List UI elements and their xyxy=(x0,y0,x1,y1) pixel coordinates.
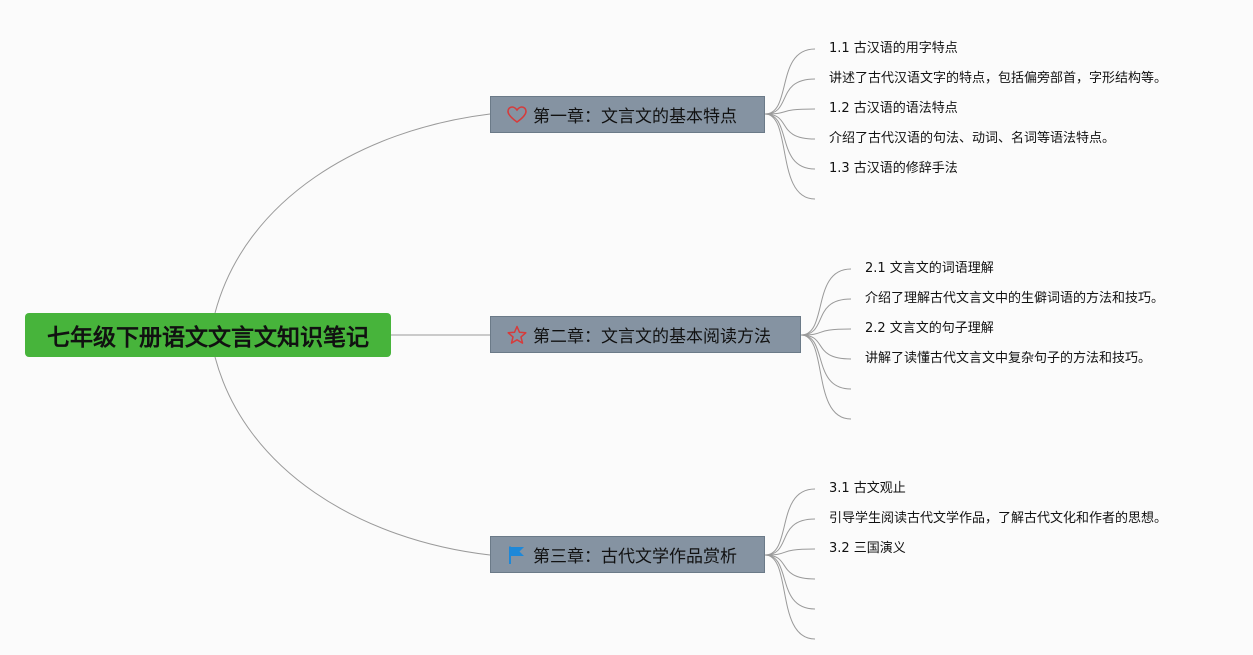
connector-chapter-1-item-3 xyxy=(764,108,816,115)
chapter-1-item-3[interactable]: 1.2 古汉语的语法特点 xyxy=(829,101,958,116)
chapter-1-label: 第一章：文言文的基本特点 xyxy=(533,107,737,127)
chapter-1-item-5[interactable]: 1.3 古汉语的修辞手法 xyxy=(829,161,958,176)
chapter-1-item-2[interactable]: 讲述了古代汉语文字的特点，包括偏旁部首，字形结构等。 xyxy=(829,71,1168,86)
chapter-2-item-3[interactable]: 2.2 文言文的句子理解 xyxy=(865,321,994,336)
chapter-3-item-3[interactable]: 3.2 三国演义 xyxy=(829,541,906,556)
chapter-2-label: 第二章：文言文的基本阅读方法 xyxy=(533,327,771,347)
connector-chapter-2-item-4 xyxy=(800,334,852,360)
chapter-2-item-1[interactable]: 2.1 文言文的词语理解 xyxy=(865,261,994,276)
connector-chapter-3-item-2 xyxy=(764,518,816,556)
chapter-3-node[interactable]: 第三章：古代文学作品赏析 xyxy=(490,536,765,573)
connector-chapter-3-item-6 xyxy=(764,554,816,640)
star-icon xyxy=(507,325,527,345)
connector-chapter-1-item-6 xyxy=(764,113,816,200)
connector-chapter-3-item-3 xyxy=(764,548,816,556)
chapter-3-label: 第三章：古代文学作品赏析 xyxy=(533,547,737,567)
connector-chapter-1-item-1 xyxy=(764,48,816,115)
chapter-2-node[interactable]: 第二章：文言文的基本阅读方法 xyxy=(490,316,801,353)
connector-root-chapter-3 xyxy=(214,356,491,556)
chapter-1-item-4[interactable]: 介绍了古代汉语的句法、动词、名词等语法特点。 xyxy=(829,131,1116,146)
chapter-3-item-2[interactable]: 引导学生阅读古代文学作品，了解古代文化和作者的思想。 xyxy=(829,511,1168,526)
connector-chapter-3-item-5 xyxy=(764,554,816,610)
connector-chapter-2-item-6 xyxy=(800,334,852,420)
connector-chapter-3-item-1 xyxy=(764,488,816,556)
chapter-2-item-4[interactable]: 讲解了读懂古代文言文中复杂句子的方法和技巧。 xyxy=(865,351,1152,366)
chapter-3-item-1[interactable]: 3.1 古文观止 xyxy=(829,481,906,496)
chapter-1-node[interactable]: 第一章：文言文的基本特点 xyxy=(490,96,765,133)
connector-chapter-3-item-4 xyxy=(764,554,816,580)
chapter-2-item-2[interactable]: 介绍了理解古代文言文中的生僻词语的方法和技巧。 xyxy=(865,291,1165,306)
root-node[interactable]: 七年级下册语文文言文知识笔记 xyxy=(25,313,391,357)
connector-root-chapter-1 xyxy=(214,113,491,314)
connector-chapter-1-item-2 xyxy=(764,78,816,115)
connector-chapter-1-item-4 xyxy=(764,113,816,140)
flag-icon xyxy=(507,545,527,565)
heart-icon xyxy=(507,105,527,125)
leaf-connectors xyxy=(764,48,852,640)
chapter-1-item-1[interactable]: 1.1 古汉语的用字特点 xyxy=(829,41,958,56)
connector-chapter-1-item-5 xyxy=(764,113,816,170)
connector-chapter-2-item-2 xyxy=(800,298,852,336)
root-label: 七年级下册语文文言文知识笔记 xyxy=(47,325,369,351)
connector-chapter-2-item-3 xyxy=(800,328,852,336)
connector-chapter-2-item-5 xyxy=(800,334,852,390)
connector-chapter-2-item-1 xyxy=(800,268,852,336)
